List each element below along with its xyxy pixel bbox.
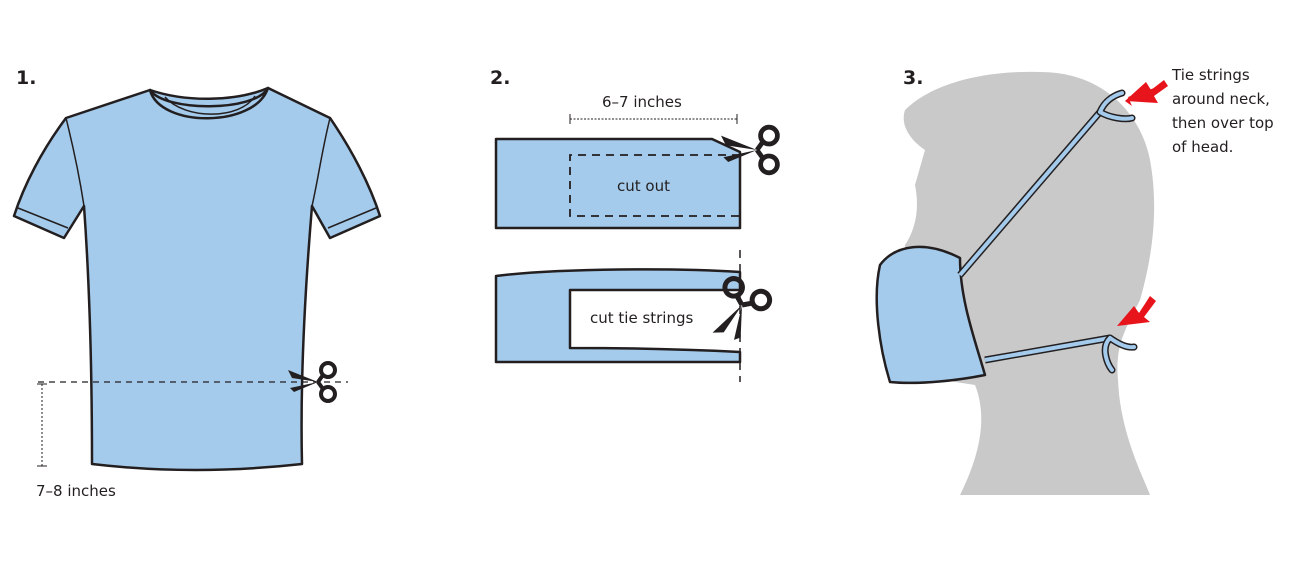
step-3-number: 3. [903, 67, 923, 89]
fabric-strip [494, 137, 742, 230]
cut-out-label: cut out [617, 177, 670, 195]
tie-strings-strip [494, 268, 742, 364]
step-1: 1. 7–8 inches [12, 67, 382, 500]
mask [875, 245, 987, 385]
step-2-number: 2. [490, 67, 510, 89]
step-1-number: 1. [16, 67, 36, 89]
head-silhouette [903, 71, 1155, 495]
tshirt-illustration [12, 86, 382, 472]
arrow-icon [1125, 84, 1166, 106]
step-1-measure: 7–8 inches [36, 482, 116, 500]
arrow-icon [1125, 80, 1168, 103]
arrow-icon [1117, 296, 1156, 326]
step-3-instruction: Tie strings around neck, then over top o… [1171, 66, 1278, 156]
step-3: 3. Tie strings around neck, then over to… [875, 66, 1278, 495]
step-2: 2. 6–7 inches cut out cut tie strings [490, 67, 777, 382]
step-2-measure: 6–7 inches [602, 93, 682, 111]
cut-tie-strings-label: cut tie strings [590, 309, 694, 327]
